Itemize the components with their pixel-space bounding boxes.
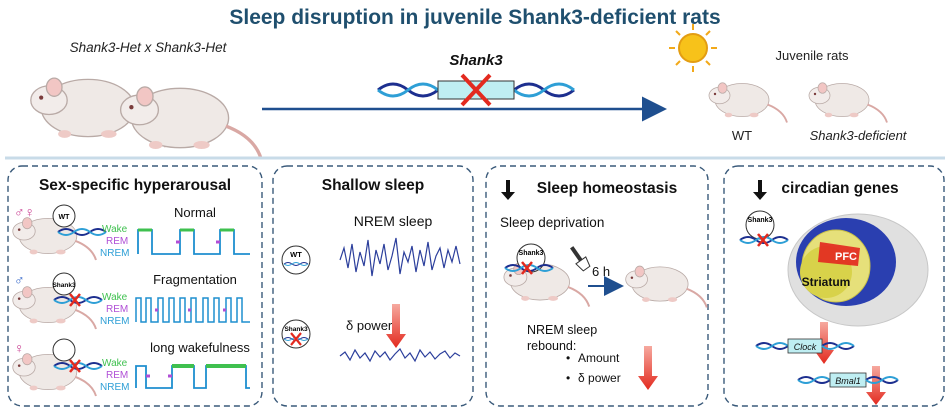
deprivation-label: Sleep deprivation xyxy=(500,215,604,230)
fragmentation-label: Fragmentation xyxy=(153,272,237,287)
panel-shallow-sleep xyxy=(272,165,474,407)
panel1-title: Sex-specific hyperarousal xyxy=(39,177,231,194)
bmal1-gene-dna xyxy=(797,372,899,388)
shank3-badge-row2: Shank3 xyxy=(52,282,76,289)
p4-shank3-badge: Shank3 xyxy=(748,217,773,224)
nrem-label-r3: NREM xyxy=(100,382,129,393)
sex-male-symbol: ♂ xyxy=(14,272,25,288)
rem-label-r2: REM xyxy=(106,304,128,315)
striatum-label: Striatum xyxy=(802,275,851,289)
panel-sleep-homeostasis xyxy=(485,165,709,407)
juvenile-rat-deficient xyxy=(808,81,888,124)
p2-wt-badge-circle xyxy=(281,245,311,275)
state-labels-row3: Wake REM NREM xyxy=(100,358,129,393)
p4-badge-circle xyxy=(745,210,775,240)
delta-power-label: δ power xyxy=(346,318,393,333)
hypnogram-fragmentation xyxy=(135,297,250,323)
bullet2: δ power xyxy=(578,371,621,385)
eeg-shank3 xyxy=(339,348,461,363)
p3-rat-sleeping xyxy=(624,265,708,309)
p2-wt-badge: WT xyxy=(290,250,302,259)
bullet1: Amount xyxy=(578,351,620,365)
rem-label-r1: REM xyxy=(106,236,128,247)
nrem-label-r2: NREM xyxy=(100,316,129,327)
clock-gene-dna xyxy=(755,338,855,354)
nrem-label-r1: NREM xyxy=(100,248,129,259)
p3-cross xyxy=(521,261,533,275)
rat-row1 xyxy=(11,216,97,262)
nrem-sleep-label: NREM sleep xyxy=(354,213,433,229)
panel4-title: circadian genes xyxy=(781,180,898,197)
hypnogram-long-wake xyxy=(135,364,250,389)
state-labels-row2: Wake REM NREM xyxy=(100,292,129,327)
bullet1-dot: • xyxy=(566,351,570,365)
wake-label-r3: Wake xyxy=(102,358,128,369)
juvenile-label: Juvenile rats xyxy=(776,48,849,63)
rem-label-r3: REM xyxy=(106,370,128,381)
rebound-line1: NREM sleep xyxy=(527,323,597,337)
shank3-badge-circle-row2 xyxy=(52,272,76,296)
rat-row2 xyxy=(11,285,97,331)
sex-female-symbol: ♀ xyxy=(14,340,25,356)
panel-hyperarousal xyxy=(7,165,263,407)
long-wake-label: long wakefulness xyxy=(150,340,250,355)
hypnogram-normal xyxy=(137,228,250,255)
badge-circle-row3 xyxy=(52,338,76,362)
cross-label: Shank3-Het x Shank3-Het xyxy=(70,40,228,55)
brain-illustration xyxy=(787,213,929,327)
brush-icon xyxy=(570,246,591,272)
bmal1-label: Bmal1 xyxy=(835,376,861,386)
shank3-gene-dna xyxy=(377,73,575,107)
cross-row2 xyxy=(69,293,81,307)
eeg-wt xyxy=(339,237,461,277)
parent-rat-right xyxy=(118,85,263,161)
wt-badge-circle xyxy=(52,204,76,228)
wt-label: WT xyxy=(732,128,752,143)
p3-down-arrow xyxy=(501,180,515,200)
sex-both-symbol: ♂♀ xyxy=(14,204,35,220)
p3-shank3-badge: Shank3 xyxy=(519,250,544,257)
gene-label: Shank3 xyxy=(449,52,503,69)
hours-label: 6 h xyxy=(592,264,610,279)
panel2-title: Shallow sleep xyxy=(322,177,425,194)
bullet2-dot: • xyxy=(566,371,570,385)
p4-red-arrow-2 xyxy=(866,366,886,405)
p4-down-arrow xyxy=(753,180,767,200)
clock-label: Clock xyxy=(794,342,817,352)
juvenile-rat-wt xyxy=(708,81,788,124)
normal-label: Normal xyxy=(174,205,216,220)
panel3-title: Sleep homeostasis xyxy=(537,180,677,197)
delta-down-arrow xyxy=(386,304,406,348)
p2-shank3-badge-circle xyxy=(281,319,311,349)
p2-shank3-badge: Shank3 xyxy=(284,326,308,333)
rat-row3 xyxy=(11,352,97,398)
pfc-label: PFC xyxy=(835,251,857,263)
wake-label-r1: Wake xyxy=(102,224,128,235)
panel-circadian xyxy=(723,165,945,407)
cross-row3 xyxy=(69,359,81,373)
p3-red-down-arrow xyxy=(638,346,658,390)
wake-label-r2: Wake xyxy=(102,292,128,303)
wt-badge: WT xyxy=(59,214,71,221)
p2-cross xyxy=(290,332,302,346)
p4-red-arrow-1 xyxy=(814,322,834,364)
figure-title: Sleep disruption in juvenile Shank3-defi… xyxy=(229,6,720,29)
deficient-label: Shank3-deficient xyxy=(810,128,908,143)
rebound-line2: rebound: xyxy=(527,339,576,353)
p4-cross xyxy=(757,233,769,247)
state-labels-row1: Wake REM NREM xyxy=(100,224,129,259)
sun-icon xyxy=(669,24,717,72)
